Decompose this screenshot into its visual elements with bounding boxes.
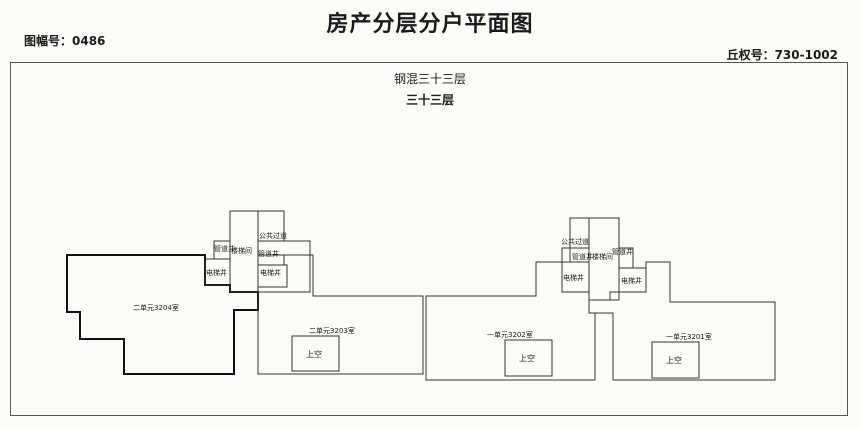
left-elevator-label-b: 电梯井 (260, 268, 281, 277)
unit-3203-label: 二单元3203室 (309, 326, 355, 335)
unit-3204-outline (66, 254, 259, 375)
unit-3203-outline (257, 254, 424, 375)
left-pipe-well-label-a: 管道井 (214, 244, 235, 253)
drawing-frame (10, 62, 848, 416)
core-left-elev-b (257, 264, 288, 288)
core-right-elev-b (618, 267, 647, 293)
unit-3204-label: 二单元3204室 (133, 303, 179, 312)
right-elevator-label-b: 电梯井 (621, 276, 642, 285)
left-corridor-label: 公共过道 (259, 231, 287, 240)
left-stair-label: 楼梯间 (231, 246, 252, 255)
right-elevator-label-a: 电梯井 (563, 273, 584, 282)
drawing-title: 房产分层分户平面图 (326, 12, 534, 37)
right-pipe-well-label-a: 管道井 (572, 252, 593, 261)
right-stair-label: 楼梯间 (592, 252, 613, 261)
void-right-label: 上空 (666, 355, 682, 365)
unit-3201-label: 一单元3201室 (666, 332, 712, 341)
right-corridor-label: 公共过道 (561, 237, 589, 246)
floor-name-label: 三十三层 (405, 93, 454, 107)
right-pipe-well-label-b: 管道井 (612, 247, 633, 256)
void-left (291, 335, 340, 372)
sheet-number: 图幅号：0486 (24, 34, 106, 48)
core-left-elev-a (204, 258, 231, 286)
left-pipe-well-label-b: 管道井 (258, 249, 279, 258)
void-right (651, 341, 700, 379)
void-center-label: 上空 (519, 353, 535, 363)
void-left-label: 上空 (306, 349, 322, 359)
unit-3202-label: 一单元3202室 (487, 330, 533, 339)
unit-3201-outline (588, 261, 776, 381)
parcel-number: 丘权号：730-1002 (726, 48, 838, 62)
core-right-elev-a (561, 261, 590, 293)
left-elevator-label-a: 电梯井 (206, 268, 227, 277)
void-center (504, 339, 553, 377)
floor-structure-label: 钢混三十三层 (393, 72, 466, 86)
